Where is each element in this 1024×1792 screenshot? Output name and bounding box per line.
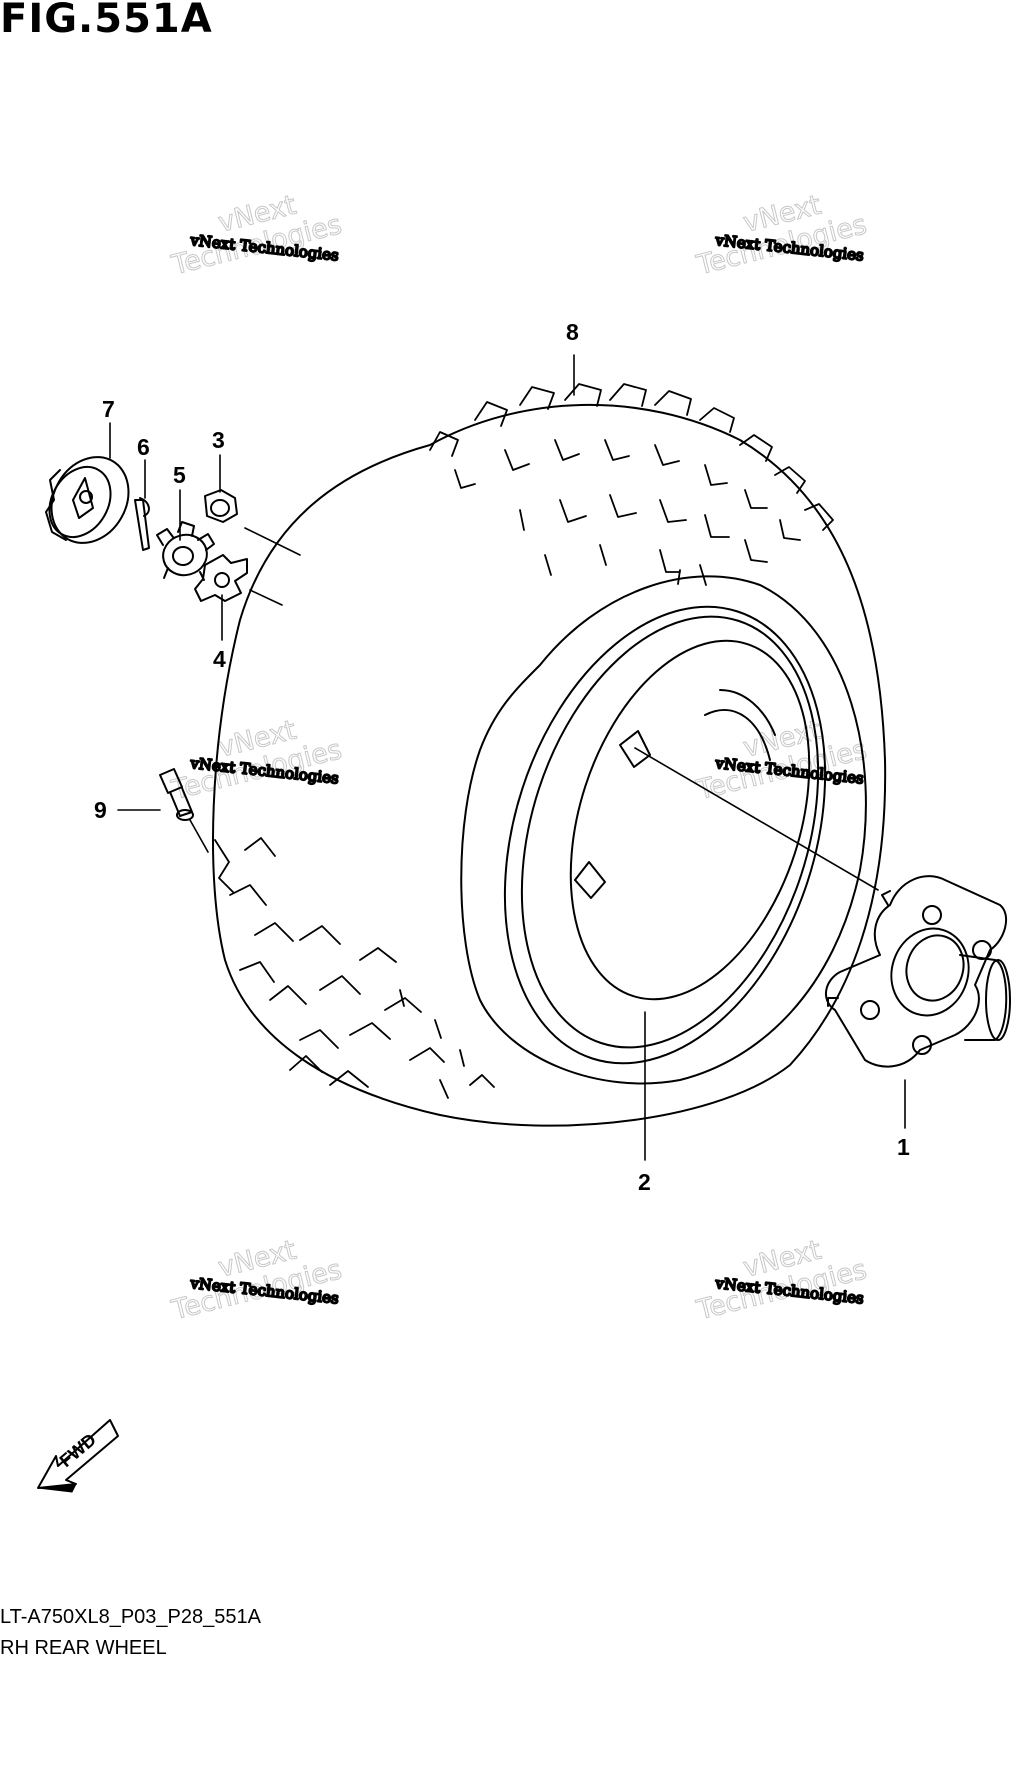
callout-3: 3 xyxy=(212,427,225,453)
watermark: vNext Technologies vNext Technologies xyxy=(168,714,346,807)
rim-window xyxy=(574,861,606,899)
hub-stud xyxy=(881,890,891,906)
castle-nut xyxy=(156,521,215,581)
hub-cap xyxy=(45,456,130,544)
callout-6: 6 xyxy=(137,434,150,460)
valve-stem xyxy=(159,768,194,821)
watermark: vNext Technologies vNext Technologies xyxy=(168,1234,346,1327)
figure-code: LT-A750XL8_P03_P28_551A xyxy=(0,1606,261,1628)
figure-name: RH REAR WHEEL xyxy=(0,1637,167,1659)
callout-1: 1 xyxy=(897,1134,910,1160)
tire xyxy=(212,383,887,1127)
rim-window xyxy=(619,730,651,768)
callouts: 1 2 3 4 5 6 7 8 9 xyxy=(94,319,910,1195)
cotter-pin xyxy=(134,497,150,551)
hub-bolt-hole xyxy=(972,940,992,960)
callout-9: 9 xyxy=(94,797,107,823)
leader-lines xyxy=(109,354,906,1161)
callout-8: 8 xyxy=(566,319,579,345)
watermark: vNext Technologies vNext Technologies xyxy=(693,714,871,807)
watermark: vNext Technologies vNext Technologies xyxy=(693,1234,871,1327)
watermark: vNext Technologies vNext Technologies xyxy=(693,189,871,282)
fwd-arrow: FWD xyxy=(37,1419,119,1493)
watermark: vNext Technologies vNext Technologies xyxy=(168,189,346,282)
wheel-hub xyxy=(825,875,1011,1068)
hub-bolt-hole xyxy=(912,1035,932,1055)
hub-bolt-hole xyxy=(922,905,942,925)
leader-line-4-to-tire xyxy=(249,589,283,606)
lock-washer xyxy=(194,554,248,602)
wheel-rim xyxy=(503,605,827,1065)
leader-line-9-to-tire xyxy=(189,819,209,853)
hub-nut xyxy=(204,489,238,523)
callout-7: 7 xyxy=(102,396,115,422)
tire-tread-top xyxy=(429,383,834,586)
tire-sidewall xyxy=(460,575,867,1085)
hub-bolt-hole xyxy=(860,1000,880,1020)
callout-5: 5 xyxy=(173,462,186,488)
figure-title: FIG.551A xyxy=(0,0,213,42)
leader-line-hub-to-rim xyxy=(634,747,879,891)
leader-line-3-to-tire xyxy=(244,527,301,556)
callout-2: 2 xyxy=(638,1169,651,1195)
hub-stud xyxy=(827,997,839,1007)
tire-tread-bottom xyxy=(214,837,495,1099)
callout-4: 4 xyxy=(213,646,226,672)
